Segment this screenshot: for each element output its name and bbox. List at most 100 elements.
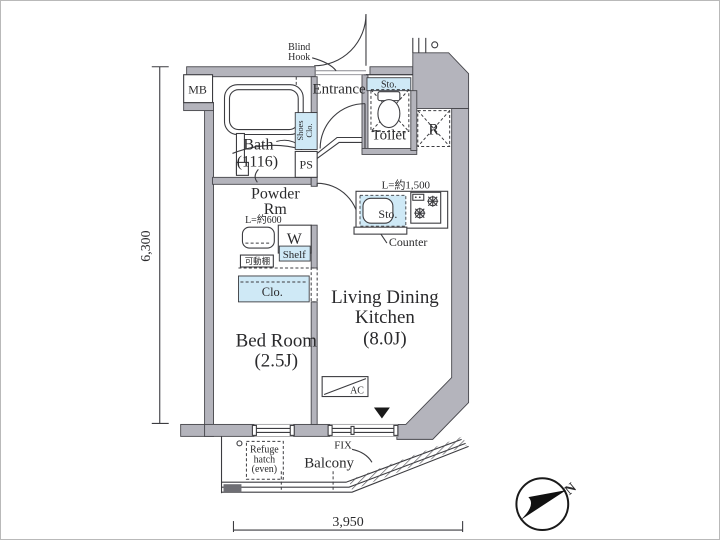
shoes-closet: Shoes Clo. <box>294 112 318 150</box>
fix-window-label: FIX <box>334 439 352 451</box>
bathtub-outer <box>223 84 304 136</box>
window-cap <box>289 424 295 436</box>
stove-grill <box>412 193 425 201</box>
grill-dot <box>414 196 417 199</box>
grill-dot <box>418 196 421 199</box>
wall-top-left <box>186 66 316 78</box>
meter-box-outline <box>183 74 214 104</box>
ldk-label: Living Dining <box>331 287 439 308</box>
toilet-storage-label: Sto. <box>381 80 397 91</box>
wall-bedroom-ldk <box>310 301 318 425</box>
ldk-size-label: (8.0J) <box>363 329 407 350</box>
balcony-drain-block <box>223 484 242 493</box>
wall-toilet-fridge <box>410 90 418 151</box>
refrigerator-dash-box <box>417 110 451 147</box>
pipes-symbol <box>412 37 439 53</box>
dim-width-label: 3,950 <box>332 515 363 530</box>
powder-label: Powder <box>251 185 300 202</box>
closet-label: Clo. <box>262 285 283 299</box>
north-arrow <box>520 490 567 521</box>
blind-hook-leader <box>312 57 337 72</box>
washbasin <box>241 226 275 249</box>
dim-height-label: 6,300 <box>139 230 154 261</box>
shoes-label: Shoes <box>295 120 305 140</box>
ps-label: PS <box>300 157 313 171</box>
entrance-door-arc <box>314 13 367 67</box>
refrigerator-slot: R <box>417 110 451 147</box>
window-cap <box>327 424 333 436</box>
powder-length-label: L=約600 <box>245 213 282 226</box>
bath-counter-end <box>235 161 249 176</box>
ldk-window <box>327 424 399 437</box>
powder-door-arc <box>317 182 360 226</box>
bath-leader2 <box>254 169 259 183</box>
window-mullion <box>350 425 355 435</box>
counter-leader <box>380 233 388 244</box>
bedroom-window <box>251 424 295 437</box>
refrigerator-dash-x <box>417 110 451 147</box>
bedroom-label: Bed Room <box>236 331 318 352</box>
mb-label: MB <box>188 83 207 97</box>
toilet-bowl <box>377 99 401 129</box>
toilet-overhead-dash <box>370 89 410 133</box>
kitchen-length-label: L=約1,500 <box>382 177 431 191</box>
movable-shelf-label: 可動棚 <box>245 256 270 266</box>
blind-hook-label: Blind <box>288 42 310 53</box>
north-label: N <box>562 481 579 499</box>
wall-partition-mid2 <box>310 224 318 269</box>
entrance: Entrance Blind Hook <box>288 13 367 159</box>
closet-area <box>238 275 310 303</box>
window-cap <box>393 424 399 436</box>
wall-under-mb <box>183 102 214 112</box>
bedroom-size-label: (2.5J) <box>255 351 299 372</box>
meter-box: MB <box>183 74 214 104</box>
compass: N <box>515 477 580 532</box>
shoes-closet-box <box>294 112 318 150</box>
balcony-small-circle <box>236 440 243 447</box>
kitchen-storage-label: Sto. <box>378 207 397 221</box>
window-opening <box>254 424 294 437</box>
bath-room: Bath (1116) <box>223 84 304 183</box>
entrance-label: Entrance <box>313 82 366 98</box>
kitchen-sink <box>362 197 394 224</box>
entrance-step <box>316 136 362 154</box>
pipe-vent-circle <box>431 41 439 49</box>
refrigerator-label: R <box>428 122 439 139</box>
closet-side-dash <box>310 267 318 303</box>
toilet-label: Toilet <box>372 127 407 143</box>
movable-shelf-box <box>239 254 274 268</box>
ac-label: AC <box>350 386 364 397</box>
toilet-room: Sto. Toilet <box>319 77 412 149</box>
wall-balcony-stub <box>180 423 206 437</box>
fix-leader <box>351 448 373 463</box>
shelf-box <box>278 245 311 262</box>
entry-direction-triangle <box>373 407 390 419</box>
window-opening <box>330 424 398 437</box>
balcony-railing-hatch <box>349 436 467 491</box>
refuge-label2: hatch <box>254 454 276 465</box>
burner-icon <box>427 195 439 207</box>
counter-label: Counter <box>389 235 427 249</box>
ldk-label2: Kitchen <box>355 307 415 328</box>
powder-room: Powder Rm L=約600 W Shelf 可動棚 <box>239 182 360 268</box>
wall-top-right-of-door <box>369 66 414 76</box>
closet: Clo. <box>238 267 318 303</box>
toilet-door-arc <box>319 103 365 149</box>
refuge-label3: (even) <box>252 464 277 475</box>
balcony: Refuge hatch (even) Balcony FIX <box>220 436 469 494</box>
balcony-floor-line <box>221 445 469 493</box>
shoes-label2: Clo. <box>304 123 314 137</box>
blind-hook-label: Hook <box>288 52 310 63</box>
ps-box <box>294 150 318 178</box>
refrigerator-dash-x <box>417 110 451 147</box>
bath-label: Bath <box>243 136 273 153</box>
wall-right-and-corner <box>396 108 470 440</box>
powder-label2: Rm <box>264 201 288 218</box>
bath-size-label: (1116) <box>237 153 278 170</box>
burner-icon <box>414 207 426 219</box>
wall-utility-block <box>412 52 470 110</box>
pipe-space: PS <box>294 150 318 178</box>
wall-left <box>204 102 214 437</box>
compass-circle <box>515 477 570 532</box>
